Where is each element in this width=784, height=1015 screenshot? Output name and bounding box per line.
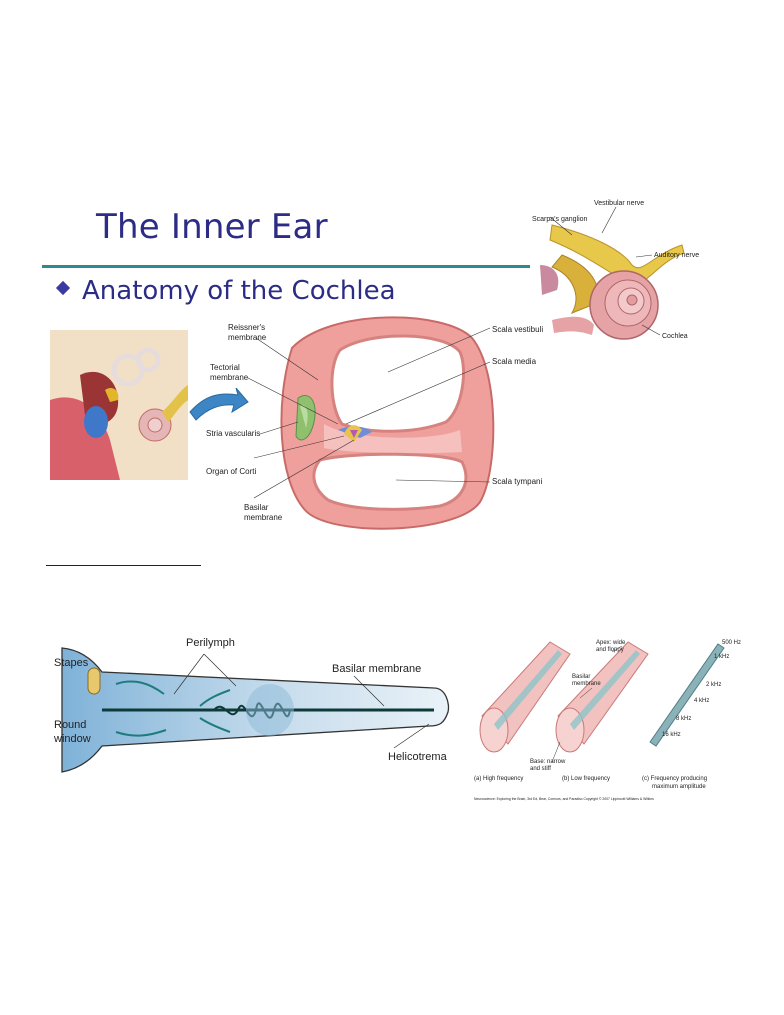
frequency-tuning-diagram: Apex: wide and floppy Basilar membrane B… (474, 640, 741, 801)
label-reissners-membrane-2: membrane (228, 333, 267, 342)
title-divider (42, 265, 530, 268)
label-base-2: and stiff (530, 766, 551, 772)
ear-location-illustration (50, 330, 249, 480)
label-scala-media: Scala media (492, 357, 537, 366)
label-scala-tympani: Scala tympani (492, 477, 542, 486)
label-freq-8khz: 8 kHz (676, 716, 691, 722)
cochlea-nerve-illustration: Vestibular nerve Scarpa's ganglion Audit… (532, 200, 712, 343)
label-basilar-membrane-1: Basilar (244, 503, 269, 512)
label-freq-1khz: 1 kHz (714, 654, 729, 660)
slide-subtitle: Anatomy of the Cochlea (82, 276, 396, 306)
label-stria-vascularis: Stria vascularis (206, 429, 260, 438)
section-divider (46, 565, 201, 566)
figure-credit: Neuroscience: Exploring the Brain, 3rd E… (474, 797, 654, 801)
label-tectorial-membrane-1: Tectorial (210, 363, 240, 372)
label-helicotrema: Helicotrema (388, 751, 448, 763)
label-freq-2khz: 2 kHz (706, 682, 721, 688)
label-tectorial-membrane-2: membrane (210, 373, 249, 382)
bullet-diamond-icon (55, 280, 71, 296)
label-auditory-nerve: Auditory nerve (654, 252, 699, 259)
label-stapes: Stapes (54, 657, 89, 669)
label-reissners-membrane-1: Reissner's (228, 323, 265, 332)
label-cochlea: Cochlea (662, 333, 688, 340)
cochlea-cross-section: Reissner's membrane Tectorial membrane S… (206, 316, 543, 530)
label-apex-2: and floppy (596, 647, 624, 653)
label-base-1: Base: narrow (530, 759, 566, 765)
label-round-window-2: window (54, 733, 91, 745)
label-vestibular-nerve: Vestibular nerve (594, 200, 644, 207)
label-organ-of-corti: Organ of Corti (206, 467, 256, 476)
label-freq-4khz: 4 kHz (694, 698, 709, 704)
label-basilar-membrane-2: membrane (244, 513, 283, 522)
uncoiled-cochlea-diagram: Perilymph Stapes Round window Basilar me… (54, 637, 450, 773)
caption-max-amplitude-1: (c) Frequency producing (642, 776, 707, 782)
label-apex-1: Apex: wide (596, 640, 626, 646)
label-scala-vestibuli: Scala vestibuli (492, 325, 543, 334)
label-freq-500hz: 500 Hz (722, 640, 741, 646)
label-scarpas-ganglion: Scarpa's ganglion (532, 216, 588, 223)
label-freq-16khz: 16 kHz (662, 732, 681, 738)
caption-high-frequency: (a) High frequency (474, 776, 523, 782)
caption-low-frequency: (b) Low frequency (562, 776, 610, 782)
slide-title: The Inner Ear (96, 207, 328, 247)
label-freq-basilar-1: Basilar (572, 674, 590, 680)
label-round-window-1: Round (54, 719, 86, 731)
caption-max-amplitude-2: maximum amplitude (652, 784, 706, 790)
label-basilar-membrane: Basilar membrane (332, 663, 421, 675)
label-freq-basilar-2: membrane (572, 681, 601, 687)
label-perilymph: Perilymph (186, 637, 235, 649)
